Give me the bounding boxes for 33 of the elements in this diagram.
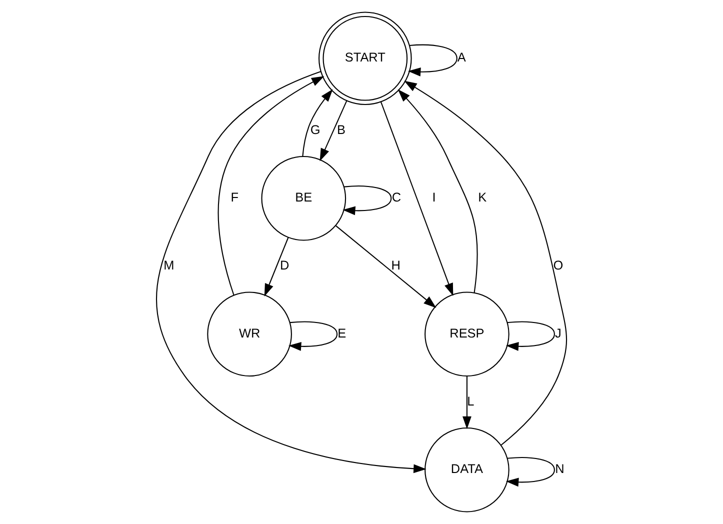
edge-label: D (280, 258, 290, 273)
edge-label: K (478, 190, 487, 205)
arrow (302, 89, 333, 156)
node-circle: BE (261, 156, 346, 241)
edge-label: J (554, 325, 562, 340)
arrow (506, 321, 555, 351)
arrow (342, 186, 392, 216)
arrow (320, 100, 348, 162)
arrow (218, 76, 324, 296)
edge-label: A (457, 50, 466, 65)
node-circle: WR (207, 292, 292, 377)
arrow (408, 44, 458, 76)
edge-label: O (553, 258, 564, 273)
arrow (462, 376, 472, 430)
edge-label: F (230, 190, 239, 205)
arrow (398, 89, 478, 293)
edge-label: E (338, 325, 346, 340)
edge-label: N (555, 461, 564, 476)
edge-label: G (310, 122, 320, 137)
arrow (380, 102, 454, 296)
edge-label: M (164, 258, 174, 273)
edge-label: C (392, 190, 402, 205)
edge-label: L (467, 393, 474, 408)
arrow (288, 321, 338, 351)
arrow (336, 225, 436, 308)
edge-label: H (391, 258, 400, 273)
edge-label: B (337, 122, 346, 137)
arrow (404, 80, 567, 446)
arrow (156, 70, 426, 474)
node-circle: DATA (424, 427, 510, 512)
edge-label: I (432, 190, 436, 205)
arrow (506, 457, 555, 487)
arrow (264, 237, 289, 297)
